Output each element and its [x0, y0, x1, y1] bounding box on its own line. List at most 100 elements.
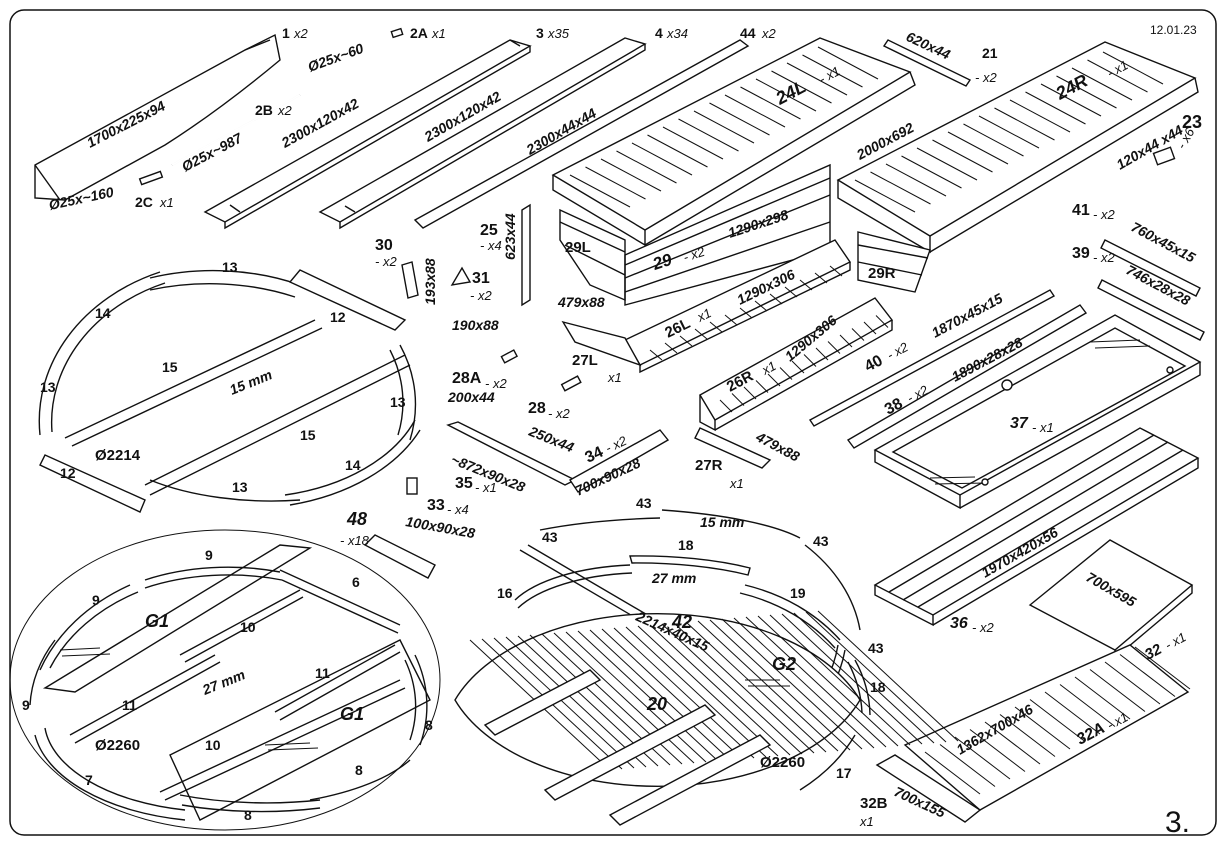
ring-right-seg-43d: 43: [868, 640, 884, 656]
part-2C-rod: [138, 170, 164, 186]
part-39-strip: [1097, 279, 1205, 341]
part-2C-label: 2C: [135, 194, 153, 210]
slat-line: [817, 46, 879, 80]
slat-line: [939, 744, 996, 787]
part-2A-label: 2A: [410, 25, 428, 41]
slat-line: [963, 123, 1024, 157]
slat-line: [954, 736, 1011, 780]
slat-line: [875, 315, 889, 328]
slat-line: [924, 751, 981, 795]
part-2B-label: 2B: [255, 102, 273, 118]
part-2A-rod: [390, 27, 404, 39]
slat-line: [678, 118, 739, 152]
part-31-dims: 190x88: [452, 317, 499, 333]
slat-line: [1059, 684, 1116, 727]
part-32B-qty: x1: [859, 814, 874, 829]
part-27R-qty: x1: [729, 476, 744, 491]
slat-line: [721, 618, 863, 750]
slat-line: [755, 380, 769, 393]
slat-line: [863, 321, 877, 335]
slat-line: [916, 147, 978, 181]
part-1-curved-beam: [34, 33, 281, 201]
ring-left-seg-8b: 8: [355, 762, 363, 778]
part-3-board: [203, 39, 532, 230]
part-37-label: 37: [1010, 415, 1029, 432]
slat-line: [601, 628, 743, 760]
slat-line: [709, 102, 770, 136]
ring-top-seg-12b: 12: [60, 465, 76, 481]
slat-line: [851, 328, 865, 341]
ring-right-thickness-top: 15 mm: [700, 514, 744, 530]
slat-line: [870, 171, 931, 205]
part-27L-qty: x1: [607, 370, 622, 385]
slat-line: [839, 334, 853, 348]
part-30-block: [401, 261, 419, 299]
slat-line: [978, 115, 1040, 149]
part-27L-stringer: [561, 320, 642, 367]
slat-line: [1074, 676, 1131, 720]
slat-line: [769, 614, 911, 746]
ring-left-G1a: G1: [145, 611, 169, 631]
part-25-label: 25: [480, 222, 498, 239]
ring-right-G2: G2: [772, 654, 796, 674]
part-1-label: 1: [282, 25, 290, 41]
part-48-label: 48: [346, 509, 367, 529]
slat-line: [1014, 706, 1071, 750]
part-36-platform: [873, 427, 1200, 627]
slat-line: [901, 155, 962, 189]
ring-left-diameter: Ø2260: [95, 737, 140, 754]
part-28A-dims: 200x44: [447, 389, 495, 405]
slat-line: [805, 611, 947, 743]
slat-line: [885, 163, 947, 197]
part-26R-grid: [699, 297, 894, 432]
slat-line: [1029, 699, 1086, 742]
slat-line: [1104, 661, 1161, 705]
ring-left-seg-9a: 9: [205, 547, 213, 563]
slat-line: [745, 616, 887, 748]
slat-line: [755, 78, 817, 112]
slat-line: [649, 349, 663, 361]
slat-line: [854, 179, 916, 213]
slat-line: [743, 386, 757, 400]
ring-left-seg-9b: 9: [92, 592, 100, 608]
slat-line: [637, 625, 779, 757]
slat-line: [1071, 67, 1133, 101]
part-40-label: 40: [862, 352, 886, 375]
part-48-block: [363, 534, 436, 579]
ring-right-seg-17: 17: [836, 765, 852, 781]
part-44-batten: [413, 39, 750, 229]
slat-line: [754, 300, 768, 312]
ring-left-seg-8a: 8: [425, 717, 433, 733]
slat-line: [589, 629, 731, 761]
slat-line: [793, 612, 935, 744]
slat-line: [799, 279, 813, 291]
ring-left-seg-8c: 8: [244, 807, 252, 823]
part-23-label: 23: [1182, 112, 1202, 132]
part-39-qty: - x2: [1093, 250, 1115, 265]
slat-line: [709, 619, 851, 751]
part-26R-qty: x1: [758, 358, 778, 378]
ring-right-assembly: [454, 509, 959, 826]
slat-line: [679, 335, 693, 347]
ring-left-seg-9c: 9: [22, 697, 30, 713]
part-36-qty: - x2: [972, 620, 994, 635]
slat-line: [1089, 669, 1146, 712]
part-31-qty: - x2: [470, 288, 492, 303]
ring-left-G1b: G1: [340, 704, 364, 724]
slat-line: [984, 721, 1041, 765]
slat-line: [771, 70, 832, 104]
ring-top-seg-15a: 15: [162, 359, 178, 375]
slat-line: [616, 150, 677, 184]
part-23-block: [1152, 146, 1176, 166]
ring-right-seg-18a: 18: [678, 537, 694, 553]
part-4-label: 4: [655, 25, 663, 41]
slat-line: [565, 631, 707, 763]
ring-right-seg-43a: 43: [636, 495, 652, 511]
page-number: 3.: [1165, 806, 1190, 839]
slat-line: [994, 107, 1055, 141]
slat-line: [649, 624, 791, 756]
slat-line: [505, 636, 647, 768]
slat-line: [779, 367, 793, 380]
part-1-qty: x2: [293, 26, 309, 41]
part-2A-qty: x1: [431, 26, 446, 41]
